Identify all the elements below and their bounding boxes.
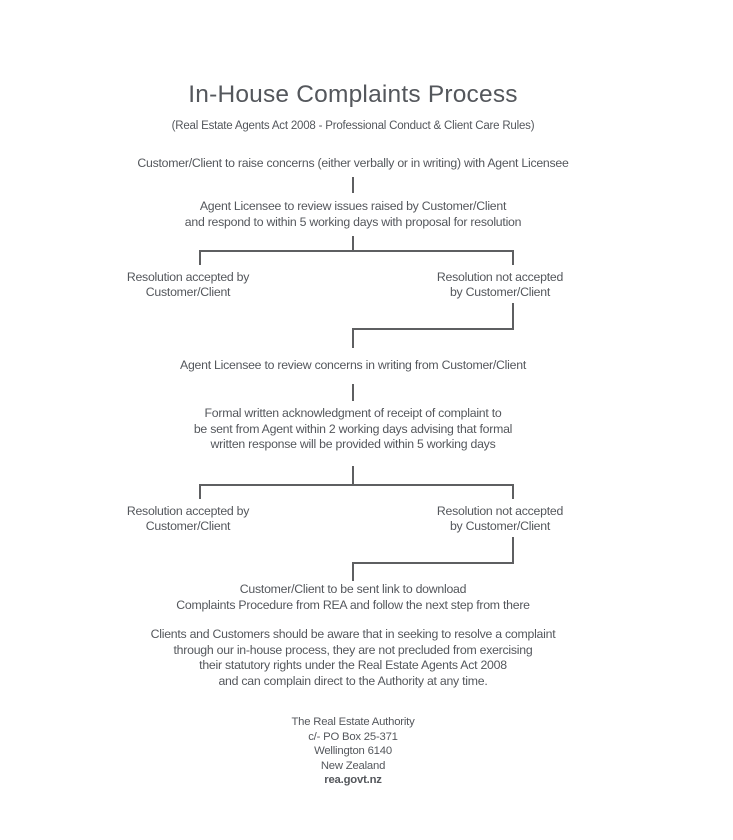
note-line-1: Clients and Customers should be aware th… [150, 627, 556, 641]
connector-line-4 [352, 466, 354, 484]
branch1-accepted-line-1: Resolution accepted by [126, 270, 250, 284]
step-review-issues-line-2: and respond to within 5 working days wit… [184, 214, 522, 229]
branch2-not-accepted-line-2: by Customer/Client [449, 519, 551, 533]
footer-website: rea.govt.nz [324, 774, 382, 786]
elbow2-vertical-left [352, 564, 354, 581]
connector-line-3 [352, 384, 354, 401]
note-line-2: through our in-house process, they are n… [173, 642, 533, 657]
branch2-not-accepted-line-1: Resolution not accepted [436, 504, 564, 518]
footer-address: The Real Estate Authority c/- PO Box 25-… [0, 715, 706, 788]
footer-po-box: c/- PO Box 25-371 [308, 730, 398, 743]
step-review-written-concerns: Agent Licensee to review concerns in wri… [180, 358, 526, 372]
step-review-issues: Agent Licensee to review issues raised b… [0, 199, 706, 230]
branch-split-line-1 [199, 250, 514, 265]
elbow1-vertical-left [352, 330, 354, 348]
footer-city: Wellington 6140 [314, 745, 392, 757]
branch-split-line-2 [199, 484, 514, 499]
branch2-accepted-line-2: Customer/Client [145, 519, 231, 533]
step-send-link-line-2: Complaints Procedure from REA and follow… [176, 597, 530, 612]
step-formal-ack-line-1: Formal written acknowledgment of receipt… [204, 406, 502, 420]
branch2-resolution-accepted-label: Resolution accepted by Customer/Client [38, 504, 338, 534]
note-line-4: and can complain direct to the Authority… [218, 673, 488, 688]
bran1-not-accepted-line-2: by Customer/Client [449, 285, 551, 299]
step-review-issues-line-1: Agent Licensee to review issues raised b… [199, 199, 507, 213]
statutory-rights-note: Clients and Customers should be aware th… [0, 627, 706, 689]
page-title: In-House Complaints Process [188, 81, 518, 108]
branch1-accepted-line-2: Customer/Client [145, 285, 231, 299]
footer-country: New Zealand [320, 759, 386, 772]
page-subtitle: (Real Estate Agents Act 2008 - Professio… [171, 120, 535, 132]
step-formal-ack-line-3: written response will be provided within… [210, 437, 496, 451]
elbow1-horizontal [352, 328, 514, 330]
elbow2-horizontal [352, 562, 514, 564]
branch1-resolution-not-accepted-label: Resolution not accepted by Customer/Clie… [350, 270, 650, 300]
elbow1-vertical-right [512, 303, 514, 330]
connector-line-2 [352, 236, 354, 250]
branch2-accepted-line-1: Resolution accepted by [126, 504, 250, 518]
step-send-download-link: Customer/Client to be sent link to downl… [0, 582, 706, 613]
connector-line-1 [352, 177, 354, 193]
elbow2-vertical-right [512, 537, 514, 564]
step-formal-ack-line-2: be sent from Agent within 2 working days… [193, 421, 513, 436]
step-send-link-line-1: Customer/Client to be sent link to downl… [239, 582, 467, 596]
note-line-3: their statutory rights under the Real Es… [199, 658, 507, 672]
branch1-not-accepted-line-1: Resolution not accepted [436, 270, 564, 284]
branch2-resolution-not-accepted-label: Resolution not accepted by Customer/Clie… [350, 504, 650, 534]
step-raise-concerns: Customer/Client to raise concerns (eithe… [137, 156, 569, 170]
branch1-resolution-accepted-label: Resolution accepted by Customer/Client [38, 270, 338, 300]
step-formal-acknowledgment: Formal written acknowledgment of receipt… [0, 406, 706, 453]
footer-organisation: The Real Estate Authority [291, 716, 415, 728]
